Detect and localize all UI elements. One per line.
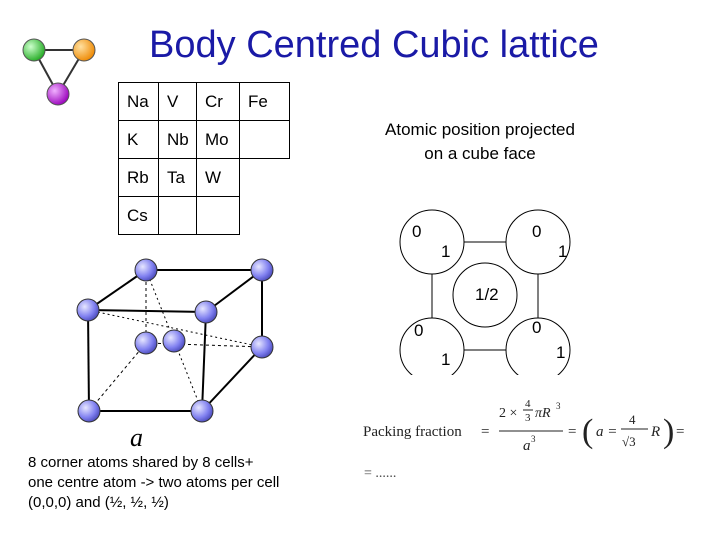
cube-exponent: 3 [556,401,561,411]
lattice-constant-label: a [130,423,143,450]
bcc-caption: 8 corner atoms shared by 8 cells+ one ce… [28,453,358,513]
position-label: 0 [412,222,421,241]
molecule-logo [22,38,96,106]
corner-atom [250,258,274,282]
element-cell: Cs [118,196,159,235]
corner-atom [77,399,101,423]
equals-sign: = [481,424,489,440]
corner-atom [134,331,158,355]
corner-atom [134,258,158,282]
equals-sign: = [568,424,576,440]
caption-line: 8 corner atoms shared by 8 cells+ [28,454,254,471]
element-cell: Rb [118,158,159,197]
projection-title-line2: on a cube face [424,144,536,163]
element-cell [196,196,240,235]
position-label: 1 [441,242,450,261]
corner-atom-circle [505,209,571,275]
page-title: Body Centred Cubic lattice [149,24,599,66]
corner-atom-circle [399,317,465,375]
position-label: 0 [414,321,423,340]
element-cell: Fe [239,82,290,121]
position-label: 1 [441,350,450,369]
corner-atom [190,399,214,423]
bcc-elements-table: Na V Cr Fe K Nb Mo Rb Ta W Cs [118,82,290,235]
element-cell: W [196,158,240,197]
element-cell: Mo [196,120,240,159]
radius-fraction-top: 4 [629,412,636,427]
caption-line: (0,0,0) and (½, ½, ½) [28,494,169,511]
corner-atom-circle [399,209,465,275]
fraction-bottom: 3 [525,412,531,424]
lattice-equation: a = [596,424,617,440]
corner-atom [250,335,274,359]
position-label: 1 [558,242,567,261]
packing-fraction-equation: Packing fraction = 2 × 4 3 πR 3 a 3 = ( … [363,398,684,454]
bcc-cube-diagram: a [76,258,274,450]
projection-title: Atomic position projected on a cube face [355,118,605,166]
cube-exponent: 3 [531,434,536,444]
position-label: 1/2 [475,285,499,304]
orange-atom-icon [72,38,96,62]
position-label: 0 [532,222,541,241]
paren-close: ) [663,413,674,450]
packing-result: = ...... [364,466,397,481]
element-cell [240,159,290,197]
purple-atom-icon [46,82,70,106]
corner-atom-circle [505,317,571,375]
element-cell: V [158,82,197,121]
packing-label: Packing fraction [363,424,462,440]
corner-atom [76,298,100,322]
element-cell [239,120,290,159]
element-cell [240,197,290,235]
pi-r-term: πR [535,406,551,421]
fraction-top: 4 [525,398,531,410]
position-label: 1 [556,343,565,362]
equals-sign: = [676,424,684,440]
element-cell: K [118,120,159,159]
element-cell: Ta [158,158,197,197]
element-cell: Na [118,82,159,121]
element-cell: Nb [158,120,197,159]
center-atom-circle [452,262,518,328]
radius-symbol: R [650,424,660,440]
element-cell: Cr [196,82,240,121]
green-atom-icon [22,38,46,62]
paren-open: ( [582,413,593,450]
projection-diagram: 0 1 0 1 1/2 0 1 0 1 [399,209,571,375]
corner-atom [194,300,218,324]
position-label: 0 [532,318,541,337]
element-cell [158,196,197,235]
projection-title-line1: Atomic position projected [385,120,575,139]
radius-fraction-bottom: √3 [622,434,636,449]
center-atom [162,329,186,353]
denominator: a [523,438,531,454]
numerator-coefficient: 2 × [499,406,517,421]
caption-line: one centre atom -> two atoms per cell [28,474,280,491]
